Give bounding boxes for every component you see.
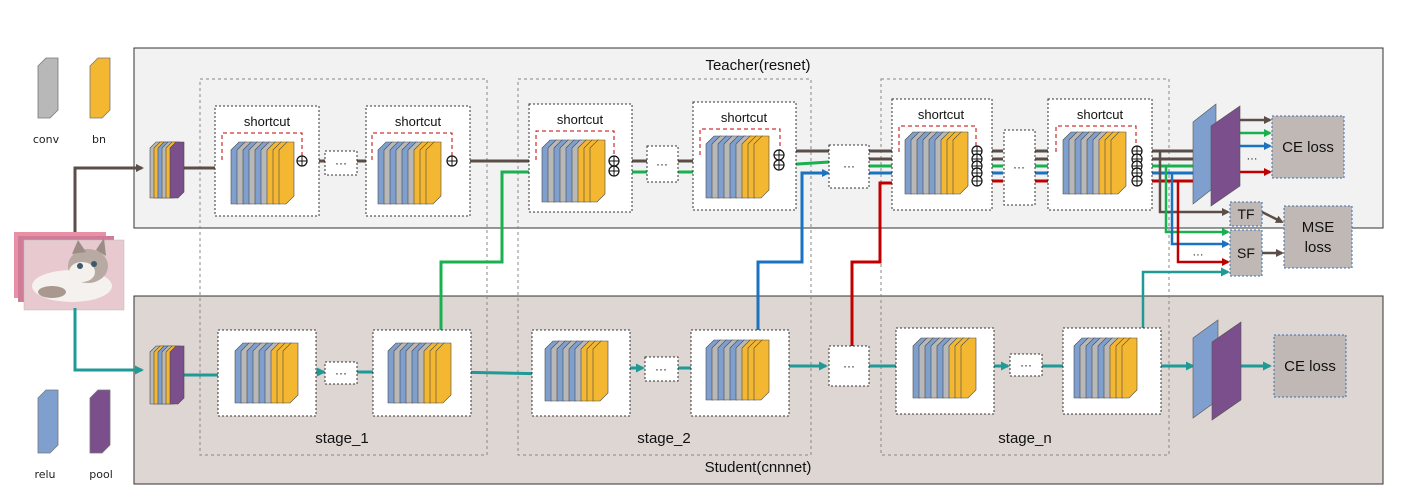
input-layer-stack <box>149 141 185 199</box>
legend-conv: conv <box>33 57 60 146</box>
residual-block-layers <box>387 342 452 404</box>
student-title: Student(cnnnet) <box>705 459 812 476</box>
residual-block-layers <box>705 135 770 199</box>
residual-block-layers <box>705 339 770 401</box>
red-transfer-line <box>850 179 905 352</box>
add-node <box>608 155 620 167</box>
layer-slab <box>169 345 185 405</box>
shortcut-label: shortcut <box>244 114 291 129</box>
ellipsis-text: ··· <box>1020 358 1032 372</box>
ellipsis-text: ··· <box>1013 160 1025 174</box>
teacher-title: Teacher(resnet) <box>705 57 810 74</box>
residual-block-layers <box>904 131 969 195</box>
residual-block-layers <box>912 337 977 399</box>
tf-label: TF <box>1237 206 1254 222</box>
green-transfer-line <box>439 168 542 352</box>
ellipsis-text: ··· <box>335 156 347 170</box>
add-node <box>446 155 458 167</box>
blue-transfer-line <box>756 169 830 352</box>
student-ce-loss-label: CE loss <box>1284 358 1336 375</box>
teacher-ce-loss-label: CE loss <box>1282 139 1334 156</box>
shortcut-label: shortcut <box>721 110 768 125</box>
mse-loss-label-line2: loss <box>1305 239 1332 256</box>
layer-slab <box>960 337 977 399</box>
teacher-output-slabs <box>1192 103 1241 207</box>
residual-add-nodes <box>296 145 1143 187</box>
layer-slab <box>282 342 299 404</box>
input-image-stack <box>14 232 125 311</box>
sf-branch-ellipsis: ··· <box>1193 249 1204 261</box>
add-node <box>608 165 620 177</box>
residual-block-layers <box>1073 337 1138 399</box>
legend-relu-label: relu <box>34 468 55 481</box>
residual-block-layers <box>1062 131 1127 195</box>
layer-slab <box>753 339 770 401</box>
mse-loss-label-line1: MSE <box>1302 219 1335 236</box>
ellipsis-text: ··· <box>656 157 668 171</box>
student-output-slabs <box>1192 319 1242 421</box>
layer-slab <box>425 141 442 205</box>
layer-slab <box>592 340 609 402</box>
stage-2-label: stage_2 <box>637 430 690 447</box>
layer-stacks <box>149 131 1138 405</box>
shortcut-label: shortcut <box>1077 107 1124 122</box>
add-node <box>1131 175 1143 187</box>
layer-slab <box>278 141 295 205</box>
ellipsis-text: ··· <box>843 359 855 373</box>
teacher-ce-loss-box <box>1271 115 1345 179</box>
layer-slab <box>169 141 185 199</box>
layer-slab <box>589 139 606 203</box>
shortcut-label: shortcut <box>918 107 965 122</box>
stage-n-region <box>880 78 1170 456</box>
mse-loss-box <box>1283 205 1353 269</box>
residual-block-layers <box>377 141 442 205</box>
layer-slab <box>952 131 969 195</box>
layer-slab <box>1110 131 1127 195</box>
legend-pool: pool <box>89 389 113 481</box>
input-layer-stack <box>149 345 185 405</box>
ellipsis-text: ··· <box>843 159 855 173</box>
ellipsis-labels: ··· ··· ··· ··· ··· ··· ··· ··· <box>335 156 1032 380</box>
ellipsis-text: ··· <box>335 366 347 380</box>
sf-label: SF <box>1237 245 1255 261</box>
legend-conv-label: conv <box>33 133 60 146</box>
stage-n-label: stage_n <box>998 430 1051 447</box>
teacher-branch-ellipsis: ··· <box>1247 153 1258 165</box>
residual-block-layers <box>230 141 295 205</box>
shortcut-label: shortcut <box>557 112 604 127</box>
layer-slab <box>435 342 452 404</box>
residual-block-layers <box>544 340 609 402</box>
sf-box <box>1229 229 1263 277</box>
add-node <box>971 175 983 187</box>
student-ce-loss-box <box>1273 334 1347 398</box>
tf-box <box>1229 201 1263 227</box>
add-node <box>773 159 785 171</box>
residual-block-layers <box>541 139 606 203</box>
ellipsis-boxes <box>324 129 1043 387</box>
ellipsis-text: ··· <box>655 362 667 376</box>
add-node <box>773 149 785 161</box>
stage-1-region <box>199 78 488 456</box>
residual-block-layers <box>234 342 299 404</box>
layer-slab <box>1121 337 1138 399</box>
stage-1-label: stage_1 <box>315 430 368 447</box>
add-node <box>296 155 308 167</box>
legend-relu: relu <box>34 389 59 481</box>
stage-2-region <box>517 78 812 456</box>
layer-slab <box>753 135 770 199</box>
legend-pool-label: pool <box>89 468 113 481</box>
legend-bn-label: bn <box>92 133 106 146</box>
legend-bn: bn <box>89 57 111 146</box>
shortcut-label: shortcut <box>395 114 442 129</box>
